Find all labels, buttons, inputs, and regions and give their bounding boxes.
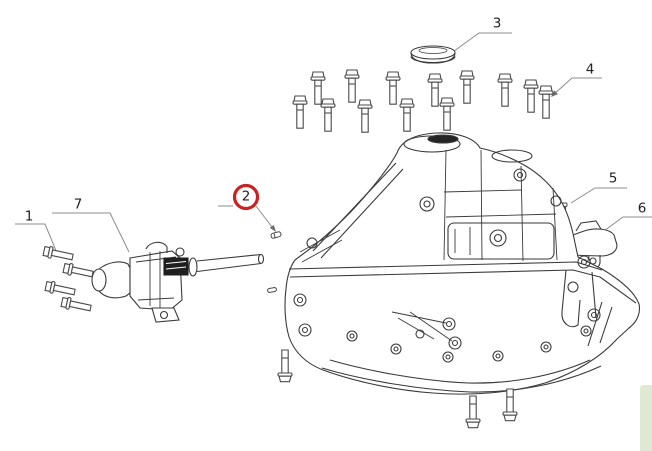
callout-3[interactable]: 3 [492,15,502,32]
callout-6[interactable]: 6 [637,200,647,217]
leader-4 [553,78,602,95]
arrowhead-4 [551,90,558,97]
vertical-scrollbar-thumb[interactable] [640,385,652,451]
cover-cap-icon [411,46,455,63]
leader-5 [571,188,627,203]
callout-7[interactable]: 7 [73,196,83,213]
callout-2[interactable]: 2 [241,188,251,205]
leader-3 [450,33,512,54]
leader-1 [15,224,57,253]
flange-bolt-set-left-icon [42,244,95,315]
dowel-pin-icon [267,231,281,292]
leader-lines [15,33,652,253]
flange-bolt-set-top-icon [292,69,554,133]
transmission-housing-icon [285,133,640,394]
leader-2b [256,206,272,227]
gearshift-mechanism-icon [92,242,264,322]
arrowhead-2 [269,224,276,232]
callout-5[interactable]: 5 [608,170,618,187]
highlight-circle [235,186,258,209]
leader-7 [52,213,129,252]
callout-4[interactable]: 4 [585,61,595,78]
callout-1[interactable]: 1 [24,208,34,225]
